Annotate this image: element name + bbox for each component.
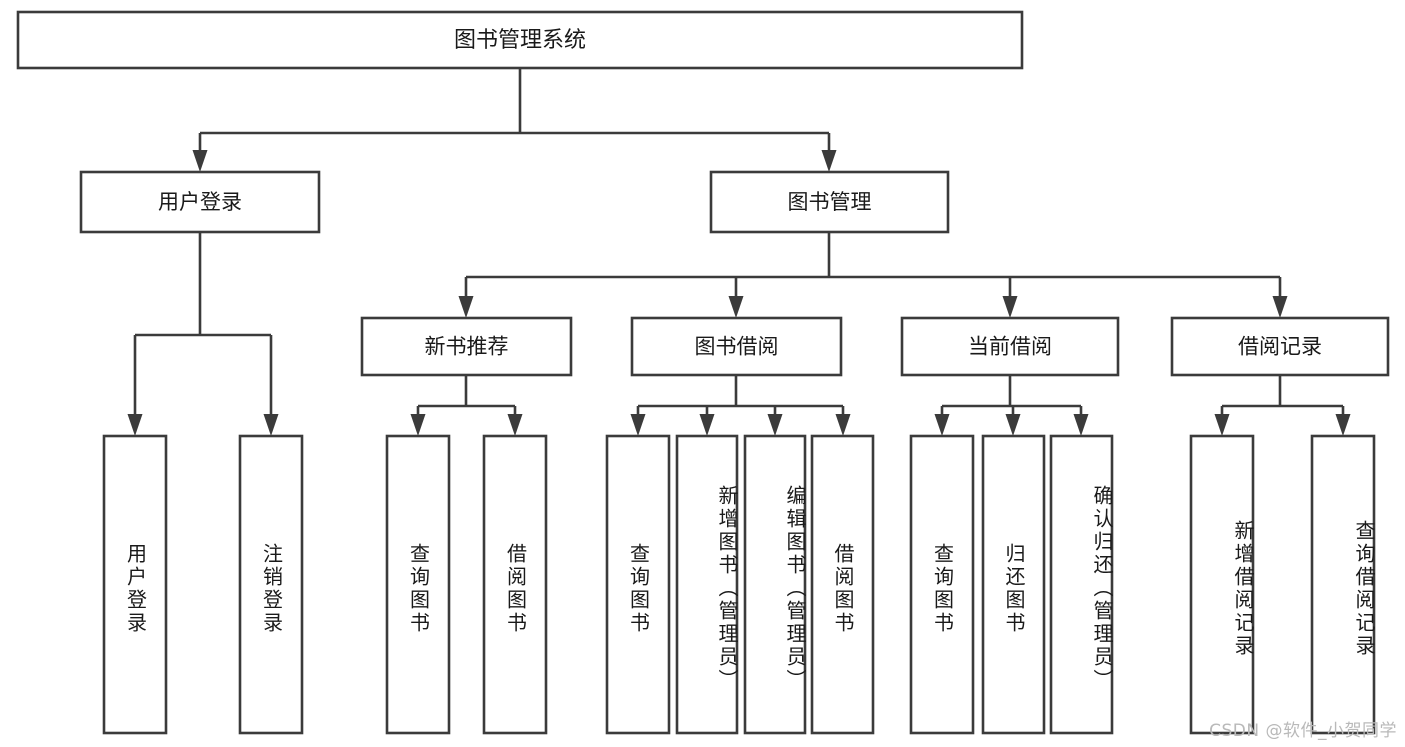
leaf-node-box[interactable] [238, 434, 304, 735]
leaf-node-box[interactable] [102, 434, 168, 735]
edge-borrow-to-leaves [630, 375, 851, 436]
level2-node-box[interactable] [79, 170, 321, 234]
node-box-layer [16, 10, 1390, 735]
edge-root-to-level2 [192, 68, 837, 172]
edge-record-to-leaves [1214, 375, 1351, 436]
level3-node-label: 图书借阅 [695, 335, 779, 359]
edge-bookmgmt-to-level3 [458, 232, 1288, 318]
leaf-node-box[interactable] [482, 434, 548, 735]
leaf-node-box[interactable] [605, 434, 671, 735]
leaf-node-box[interactable] [743, 434, 807, 735]
level2-node-box[interactable] [709, 170, 950, 234]
level3-node-box[interactable] [630, 316, 843, 377]
edge-newbook-to-leaves [410, 375, 523, 436]
edge-userlogin-to-leaves [127, 232, 279, 436]
leaf-node-box[interactable] [981, 434, 1046, 735]
level2-node-label: 用户登录 [158, 190, 242, 214]
level2-node-label: 图书管理 [788, 190, 872, 214]
edge-newbook-to-leaves-drop-1 [507, 406, 523, 436]
edge-bookmgmt-to-level3-drop-3 [1272, 277, 1288, 318]
level3-node-box[interactable] [900, 316, 1120, 377]
edge-borrow-to-leaves-drop-0 [630, 406, 646, 436]
edge-borrow-to-leaves-drop-1 [699, 406, 715, 436]
csdn-watermark: CSDN @软件_小贺同学 [1209, 721, 1397, 741]
level3-node-label: 当前借阅 [968, 335, 1052, 359]
leaf-node-box[interactable] [1189, 434, 1255, 735]
root-node-box[interactable] [16, 10, 1024, 70]
edge-bookmgmt-to-level3-drop-1 [728, 277, 744, 318]
level3-node-label: 借阅记录 [1238, 335, 1322, 359]
leaf-node-box[interactable] [675, 434, 739, 735]
edge-record-to-leaves-drop-1 [1335, 406, 1351, 436]
edge-borrow-to-leaves-drop-2 [767, 406, 783, 436]
edge-current-to-leaves-drop-1 [1005, 406, 1021, 436]
edge-current-to-leaves-drop-0 [934, 406, 950, 436]
connector-layer [127, 68, 1351, 436]
leaf-node-box[interactable] [385, 434, 451, 735]
level3-node-box[interactable] [360, 316, 573, 377]
edge-borrow-to-leaves-drop-3 [835, 406, 851, 436]
leaf-node-box[interactable] [1049, 434, 1114, 735]
edge-current-to-leaves-drop-2 [1073, 406, 1089, 436]
edge-root-to-level2-drop-0 [192, 133, 208, 172]
edge-newbook-to-leaves-drop-0 [410, 406, 426, 436]
edge-userlogin-to-leaves-drop-1 [263, 335, 279, 436]
edge-userlogin-to-leaves-drop-0 [127, 335, 143, 436]
leaf-node-box[interactable] [1310, 434, 1376, 735]
level3-node-box[interactable] [1170, 316, 1390, 377]
level3-node-label: 新书推荐 [425, 335, 509, 359]
edge-root-to-level2-drop-1 [821, 133, 837, 172]
edge-bookmgmt-to-level3-drop-0 [458, 277, 474, 318]
edge-bookmgmt-to-level3-drop-2 [1002, 277, 1018, 318]
root-node-label: 图书管理系统 [454, 28, 586, 53]
leaf-node-box[interactable] [909, 434, 975, 735]
edge-current-to-leaves [934, 375, 1089, 436]
edge-record-to-leaves-drop-0 [1214, 406, 1230, 436]
leaf-node-box[interactable] [810, 434, 875, 735]
